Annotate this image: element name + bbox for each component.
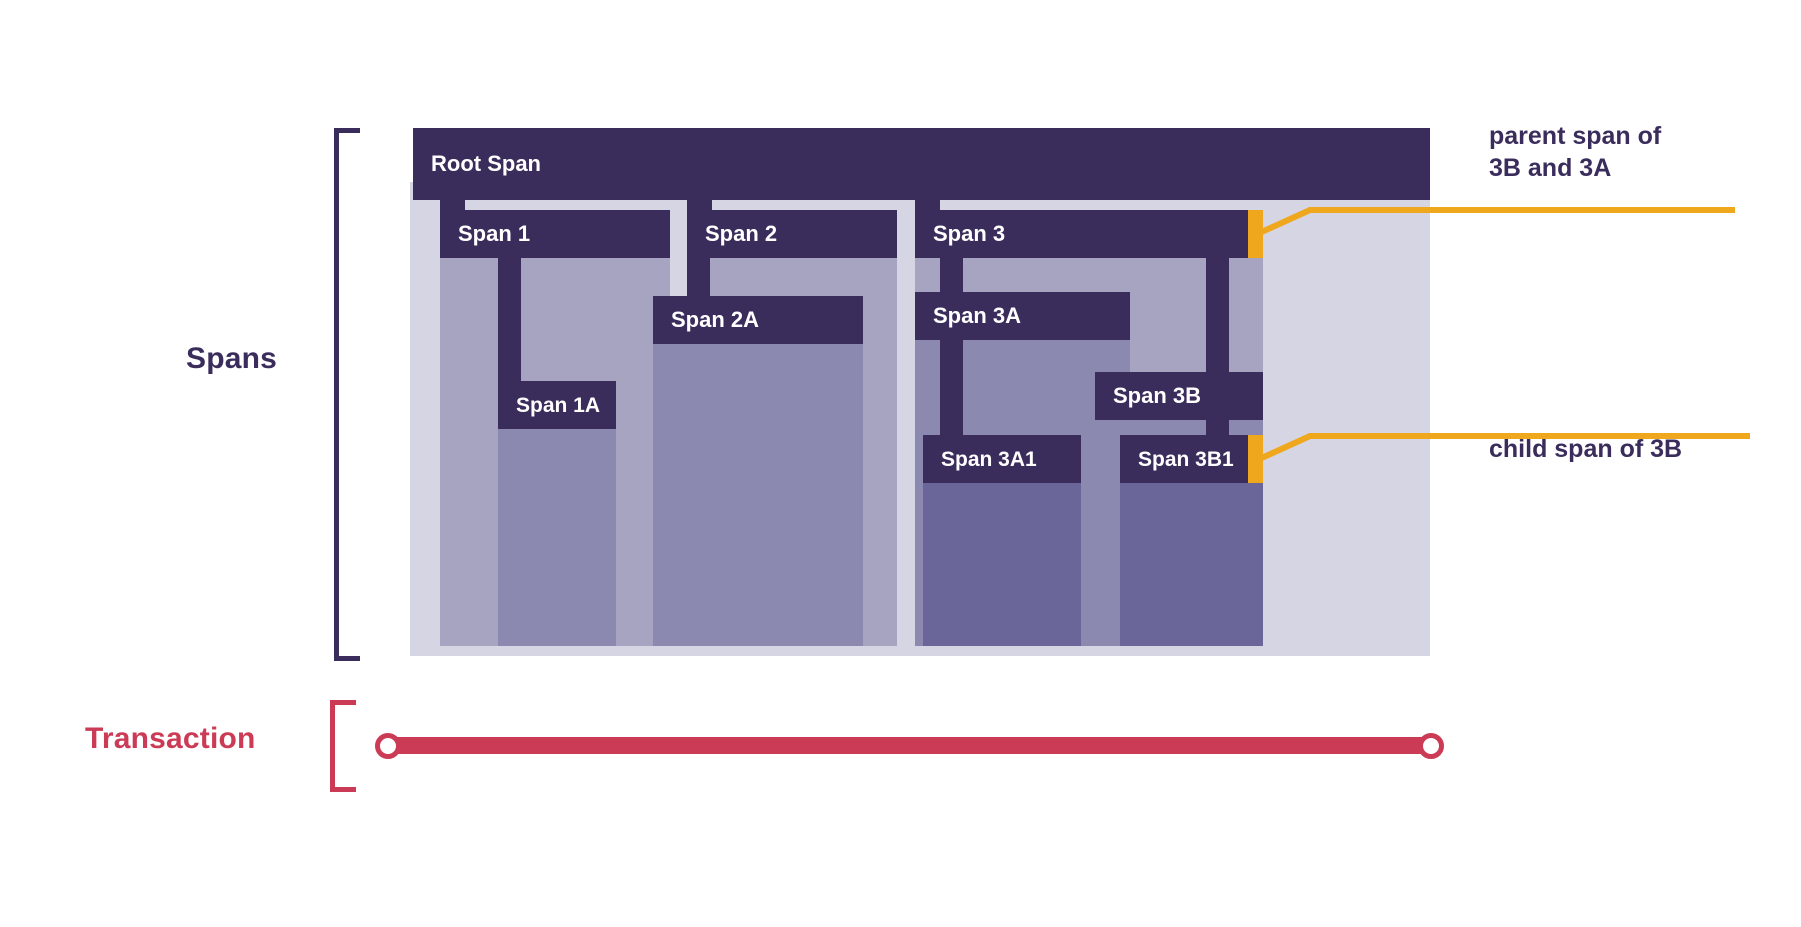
span-label-3a: Span 3A [933, 303, 1022, 328]
span-label-2a: Span 2A [671, 307, 760, 332]
callout-child-span-label: child span of 3B [1489, 435, 1683, 463]
connector-3a-to-3a1 [940, 335, 963, 440]
highlight-marker-span-3b1 [1248, 435, 1263, 483]
callout-parent-span-label: parent span of 3B and 3A [1489, 122, 1662, 182]
span-bar-3a[interactable]: Span 3A [915, 292, 1130, 340]
span-bar-3[interactable]: Span 3 [915, 210, 1263, 258]
span-body-3a1 [923, 483, 1081, 646]
span-label-root: Root Span [431, 151, 541, 176]
connector-3-to-3a [940, 253, 963, 298]
span-label-3a1: Span 3A1 [941, 447, 1037, 471]
span-bar-3b1[interactable]: Span 3B1 [1120, 435, 1263, 483]
span-label-3b: Span 3B [1113, 383, 1202, 408]
span-bar-1[interactable]: Span 1 [440, 210, 670, 258]
connector-3-to-3b [1206, 253, 1229, 378]
span-body-3b1 [1120, 483, 1263, 646]
transaction-end-marker [1418, 733, 1444, 759]
connector-1-to-1a [498, 253, 521, 383]
span-label-2: Span 2 [705, 221, 778, 246]
span-bar-3a1[interactable]: Span 3A1 [923, 435, 1081, 483]
span-label-3: Span 3 [933, 221, 1006, 246]
span-bar-2a[interactable]: Span 2A [653, 296, 863, 344]
span-label-1: Span 1 [458, 221, 531, 246]
transaction-bar[interactable] [388, 737, 1434, 754]
spans-bracket [334, 128, 360, 661]
transaction-start-marker [375, 733, 401, 759]
span-label-3b1: Span 3B1 [1138, 447, 1234, 471]
span-label-1a: Span 1A [516, 393, 601, 417]
span-body-2a [653, 344, 863, 646]
transaction-section-label: Transaction [85, 722, 256, 755]
connector-2-to-2a [687, 253, 710, 303]
spans-tree: Root Span Span 1 Span 1A Span 2 Span 2A [410, 128, 1430, 656]
transaction-bracket [330, 700, 356, 792]
spans-section-label: Spans [186, 342, 278, 375]
highlight-marker-span-3 [1248, 210, 1263, 258]
span-bar-1a[interactable]: Span 1A [498, 381, 616, 429]
span-body-1a [498, 428, 616, 646]
span-bar-root[interactable]: Root Span [413, 128, 1430, 200]
span-bar-3b[interactable]: Span 3B [1095, 372, 1263, 420]
span-bar-2[interactable]: Span 2 [687, 210, 897, 258]
